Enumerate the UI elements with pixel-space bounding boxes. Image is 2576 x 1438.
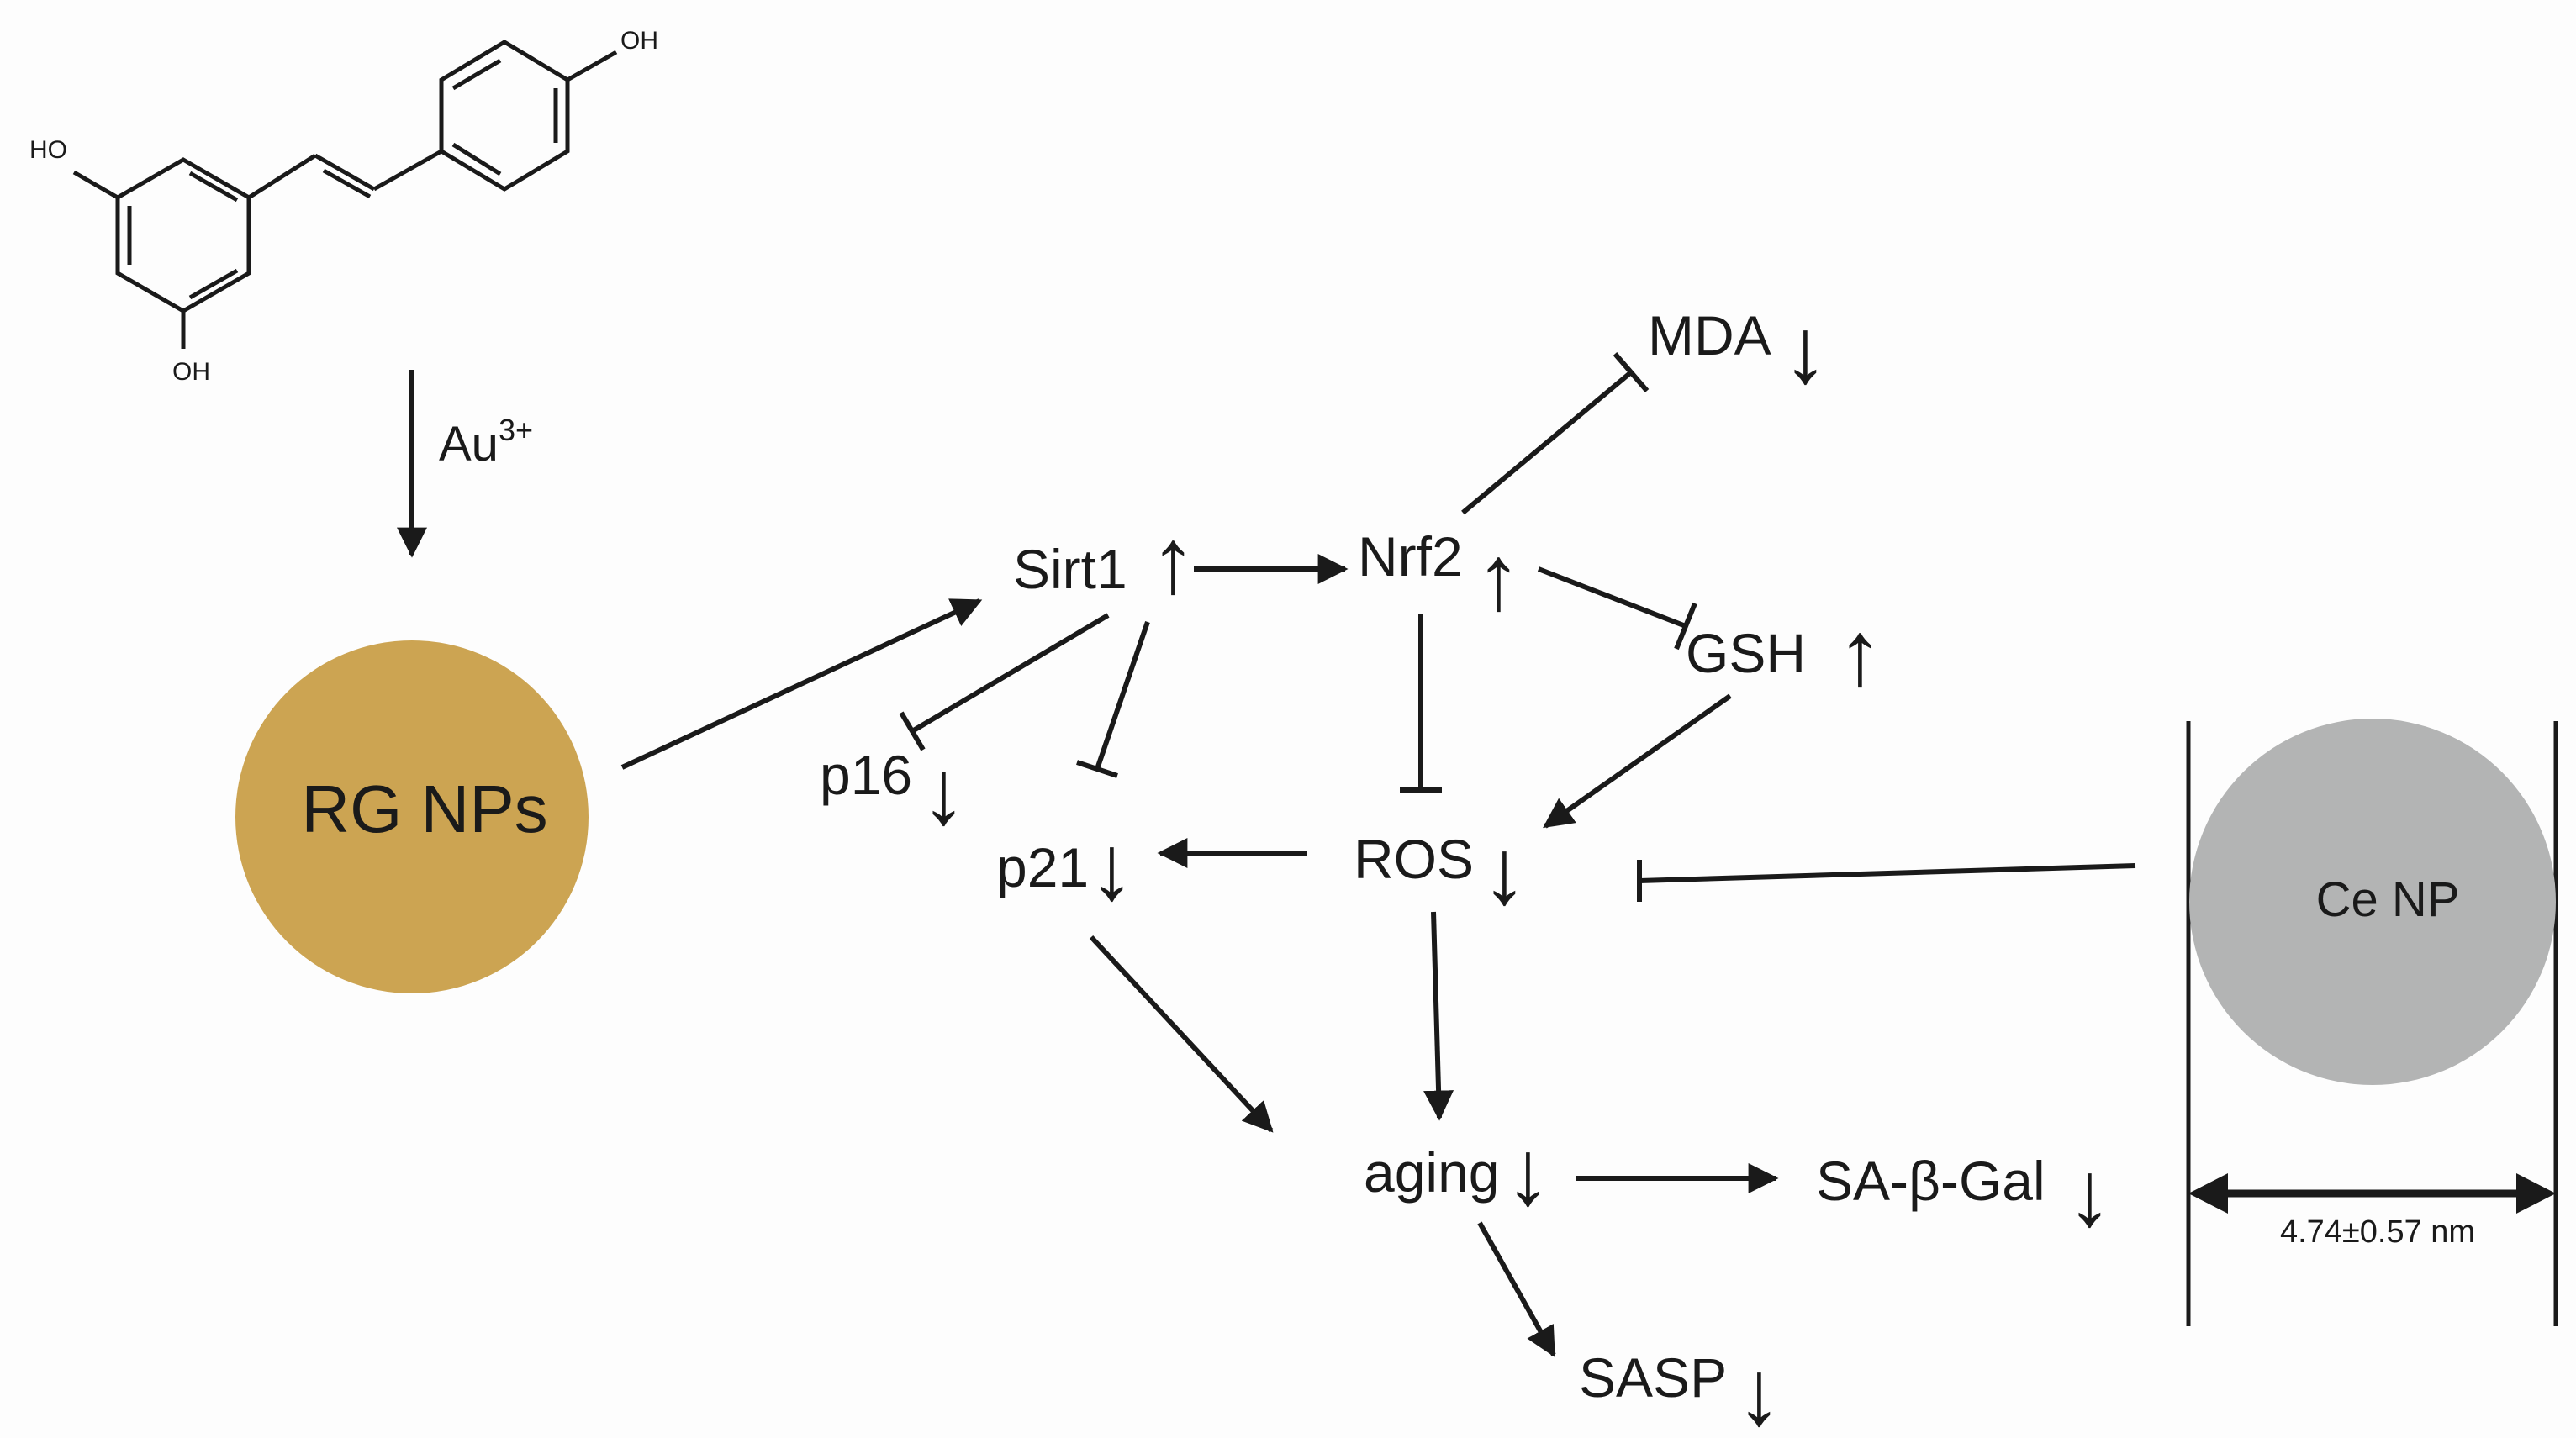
sasp-down-indicator: ↓ [1736,1341,1782,1438]
oh-left-label: HO [29,136,67,164]
size-label: 4.74±0.57 nm [2280,1214,2475,1250]
p21-down-indicator: ↓ [1089,816,1135,919]
p21-label: p21 [996,836,1089,898]
size-arrow-left-head [2188,1173,2228,1214]
aging-label: aging [1364,1141,1500,1204]
au-label: Au3+ [439,413,533,471]
nrf2-up-indicator: ↑ [1475,526,1522,629]
rgnps-to-sirt1-arrow [620,598,983,770]
rg-nps-particle [235,640,589,993]
p16-down-indicator: ↓ [921,740,967,844]
nrf2-label: Nrf2 [1358,525,1463,587]
resveratrol-structure [72,40,618,349]
oh-bottom-label: OH [172,358,210,386]
sa-gal-label: SA-β-Gal [1816,1150,2045,1212]
oh-top-label: OH [620,27,658,55]
sirt1-inhibits-p21 [1076,621,1150,778]
ros-label: ROS [1354,828,1474,890]
ce-np-label: Ce NP [2316,872,2460,927]
mda-label: MDA [1648,304,1771,366]
mda-down-indicator: ↓ [1782,299,1829,403]
ce-np-particle [2189,719,2556,1085]
ce-np-panel: Ce NP 4.74±0.57 nm [2186,719,2558,1326]
gsh-to-ros-arrow [1543,693,1732,829]
p21-to-aging-arrow [1089,935,1274,1133]
sirt1-label: Sirt1 [1013,538,1127,600]
ros-down-indicator: ↓ [1481,820,1528,924]
gsh-up-indicator: ↑ [1837,602,1883,705]
cenp-inhibits-ros [1637,860,2136,902]
sa-gal-down-indicator: ↓ [2067,1142,2113,1246]
nrf2-inhibits-ros [1400,614,1442,793]
sirt1-inhibits-p16 [899,613,1110,751]
sasp-label: SASP [1579,1346,1727,1409]
nrf2-inhibits-gsh [1537,566,1697,651]
p16-label: p16 [820,744,912,806]
size-arrow-right-head [2516,1173,2556,1214]
aging-down-indicator: ↓ [1505,1121,1551,1225]
gsh-label: GSH [1686,622,1806,684]
nrf2-inhibits-mda [1461,352,1650,515]
sirt1-up-indicator: ↑ [1150,509,1196,613]
aging-to-sasp-arrow [1477,1221,1556,1358]
ros-to-aging-arrow [1423,911,1454,1121]
rg-nps-label: RG NPs [301,772,547,846]
